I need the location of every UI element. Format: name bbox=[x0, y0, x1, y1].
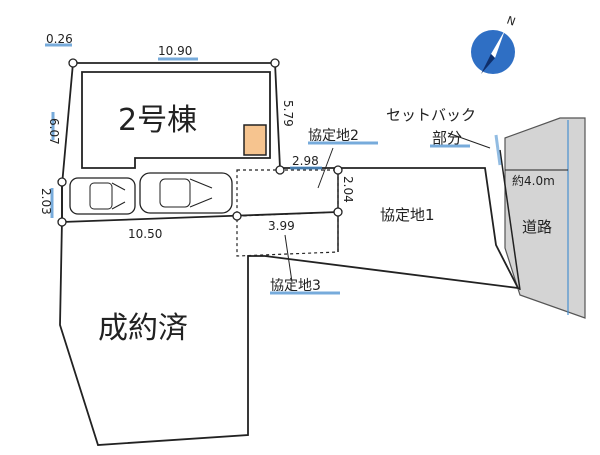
dim-top-left-small: 0.26 bbox=[46, 32, 73, 46]
survey-points bbox=[57, 58, 343, 227]
dim-p2-depth: 2.04 bbox=[341, 176, 355, 203]
setback-label-line2: 部分 bbox=[432, 129, 462, 147]
dim-bottom: 10.50 bbox=[128, 227, 162, 241]
building-label: 2号棟 bbox=[118, 103, 197, 138]
building-outline bbox=[81, 71, 271, 169]
road-width-label: 約4.0m bbox=[512, 173, 555, 188]
leader-line bbox=[317, 147, 334, 189]
dim-right-side: 5.79 bbox=[281, 100, 295, 127]
dim-p2-width: 2.98 bbox=[292, 154, 319, 168]
equipment-box bbox=[243, 124, 267, 156]
car-icon bbox=[139, 172, 233, 214]
dim-left-side: 6.07 bbox=[47, 118, 61, 145]
dim-top: 10.90 bbox=[158, 44, 192, 58]
svg-text:N: N bbox=[505, 14, 517, 29]
car-icon bbox=[69, 177, 136, 215]
plot-1-label: 協定地1 bbox=[380, 206, 435, 224]
plot-2-area bbox=[236, 169, 339, 217]
road-label: 道路 bbox=[522, 218, 552, 236]
dim-p3-width: 3.99 bbox=[268, 219, 295, 233]
plot-2-label: 協定地2 bbox=[308, 128, 359, 144]
leader-line bbox=[284, 234, 293, 283]
leader-line bbox=[447, 132, 491, 149]
road-area bbox=[494, 117, 586, 319]
sold-label: 成約済 bbox=[98, 311, 188, 346]
dim-driveway-left: 2.03 bbox=[39, 188, 53, 215]
plot-3-area bbox=[236, 211, 339, 257]
plot-3-label: 協定地3 bbox=[270, 278, 321, 294]
north-compass-icon: N bbox=[471, 14, 517, 74]
setback-label-line1: セットバック bbox=[386, 106, 476, 124]
